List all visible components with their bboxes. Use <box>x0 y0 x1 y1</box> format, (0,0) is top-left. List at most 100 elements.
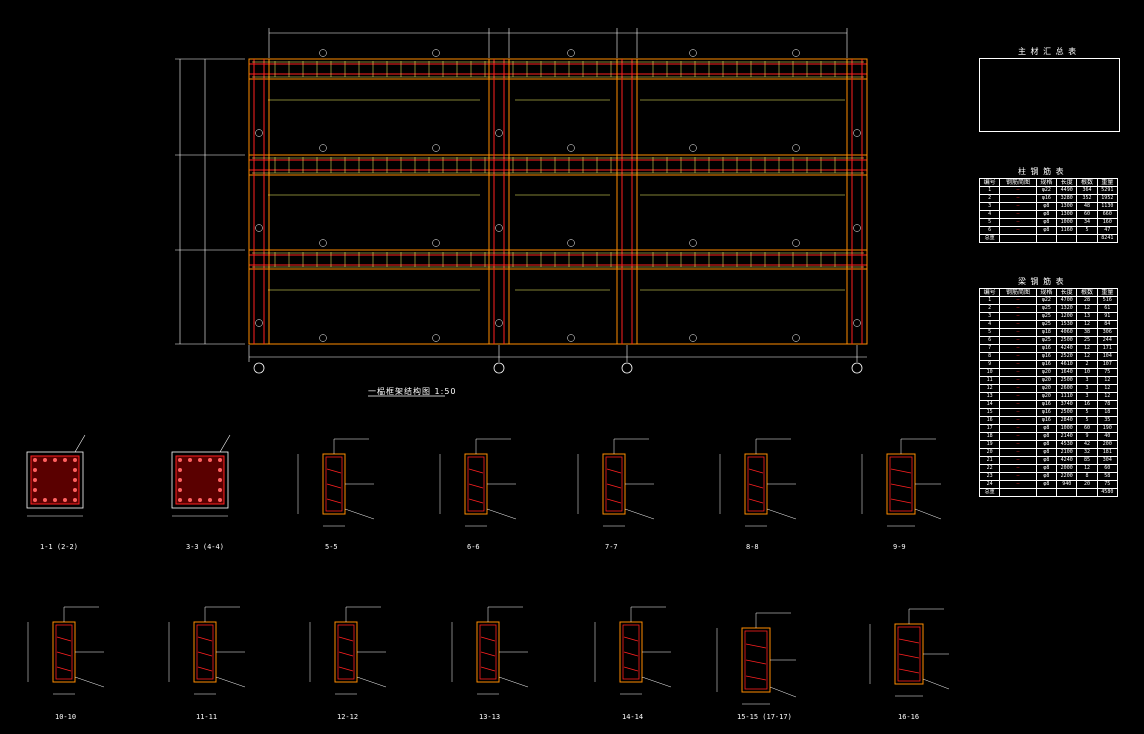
beam-section <box>439 438 517 527</box>
table-cell: 24 <box>978 480 1001 489</box>
table-cell: φ20 <box>1035 376 1058 385</box>
table-header: 长度 <box>1056 288 1078 297</box>
section-label: 9-9 <box>893 543 906 551</box>
table-cell: 3 <box>1076 376 1098 385</box>
table-cell: 12 <box>1076 304 1098 313</box>
table-cell: 23 <box>978 472 1001 481</box>
table-header: 规格 <box>1035 178 1058 187</box>
rebar-tag-circle <box>255 129 263 137</box>
table-cell: 12 <box>1076 320 1098 329</box>
table-cell: φ22 <box>1035 296 1058 305</box>
table-cell: 5 <box>1076 408 1098 417</box>
table-cell: 660 <box>1096 210 1119 219</box>
section-label: 16-16 <box>898 713 920 721</box>
table-cell: 14 <box>978 400 1001 409</box>
table-cell: 1160 <box>1056 226 1078 235</box>
table-cell: — <box>999 296 1037 305</box>
table-cell: 2100 <box>1056 448 1078 457</box>
table-cell: 1640 <box>1056 368 1078 377</box>
table-cell: 40 <box>1096 432 1119 441</box>
table-cell: 35 <box>1096 416 1119 425</box>
table-header: 长度 <box>1056 178 1078 187</box>
table-cell: φ25 <box>1035 336 1058 345</box>
table-cell: φ22 <box>1035 186 1058 195</box>
rebar-tag-circle <box>792 144 800 152</box>
table-cell: 12 <box>1076 352 1098 361</box>
table-cell: 940 <box>1056 480 1078 489</box>
table-cell: 6 <box>978 226 1001 235</box>
table-cell: 12 <box>1096 384 1119 393</box>
table-cell: 75 <box>1096 368 1119 377</box>
table-header: 编号 <box>978 288 1001 297</box>
table-cell: 42 <box>1076 440 1098 449</box>
beam-section <box>861 438 942 527</box>
table-cell: 1 <box>978 186 1001 195</box>
table-cell: — <box>999 352 1037 361</box>
table-cell: 1110 <box>1056 392 1078 401</box>
table-cell: 1530 <box>1056 320 1078 329</box>
table-cell: 3 <box>1076 384 1098 393</box>
table-cell: — <box>999 440 1037 449</box>
section-label: 1-1 (2-2) <box>40 543 78 551</box>
table-cell: 总重 <box>978 234 1001 243</box>
table-cell: — <box>999 480 1037 489</box>
table-cell: 10 <box>978 368 1001 377</box>
section-label: 10-10 <box>55 713 77 721</box>
table-cell: 4240 <box>1056 456 1078 465</box>
section-label: 13-13 <box>479 713 501 721</box>
table-cell: 5291 <box>1096 186 1119 195</box>
table-cell: — <box>999 424 1037 433</box>
table-cell: 2500 <box>1056 336 1078 345</box>
table-cell: — <box>999 226 1037 235</box>
summary-table <box>979 58 1120 132</box>
table-cell: φ8 <box>1035 456 1058 465</box>
table-cell: φ25 <box>1035 320 1058 329</box>
table-cell: φ8 <box>1035 472 1058 481</box>
table-cell: 2 <box>978 194 1001 203</box>
table-cell: 190 <box>1096 424 1119 433</box>
section-label: 14-14 <box>622 713 644 721</box>
rebar-tag-circle <box>319 144 327 152</box>
table-cell: 15 <box>978 408 1001 417</box>
table-cell: 5 <box>978 218 1001 227</box>
table-cell: — <box>999 432 1037 441</box>
table-cell: 13 <box>1076 312 1098 321</box>
table-cell: 2200 <box>1056 472 1078 481</box>
table-cell: 17 <box>978 424 1001 433</box>
table-header: 编号 <box>978 178 1001 187</box>
rebar-tag-circle <box>567 49 575 57</box>
table-cell: 2500 <box>1056 376 1078 385</box>
table-cell <box>1035 234 1058 243</box>
rebar-tag-circle <box>689 239 697 247</box>
beam-section <box>309 606 387 695</box>
table-cell: φ8 <box>1035 432 1058 441</box>
rebar-tag-circle <box>255 319 263 327</box>
rebar-tag-circle <box>792 49 800 57</box>
section-label: 7-7 <box>605 543 618 551</box>
table-cell: φ8 <box>1035 226 1058 235</box>
table-cell: 4240 <box>1056 344 1078 353</box>
table-cell <box>1056 488 1078 497</box>
rebar-tag-circle <box>432 49 440 57</box>
rebar-tag-circle <box>792 334 800 342</box>
table-cell: — <box>999 194 1037 203</box>
table-cell: 1 <box>978 296 1001 305</box>
summary-table-title: 主 材 汇 总 表 <box>1018 47 1078 56</box>
table-cell: 12 <box>978 384 1001 393</box>
section-label: 3-3 (4-4) <box>186 543 224 551</box>
table-cell: 60 <box>1096 464 1119 473</box>
table-header: 规格 <box>1035 288 1058 297</box>
table-cell: 12 <box>1096 392 1119 401</box>
